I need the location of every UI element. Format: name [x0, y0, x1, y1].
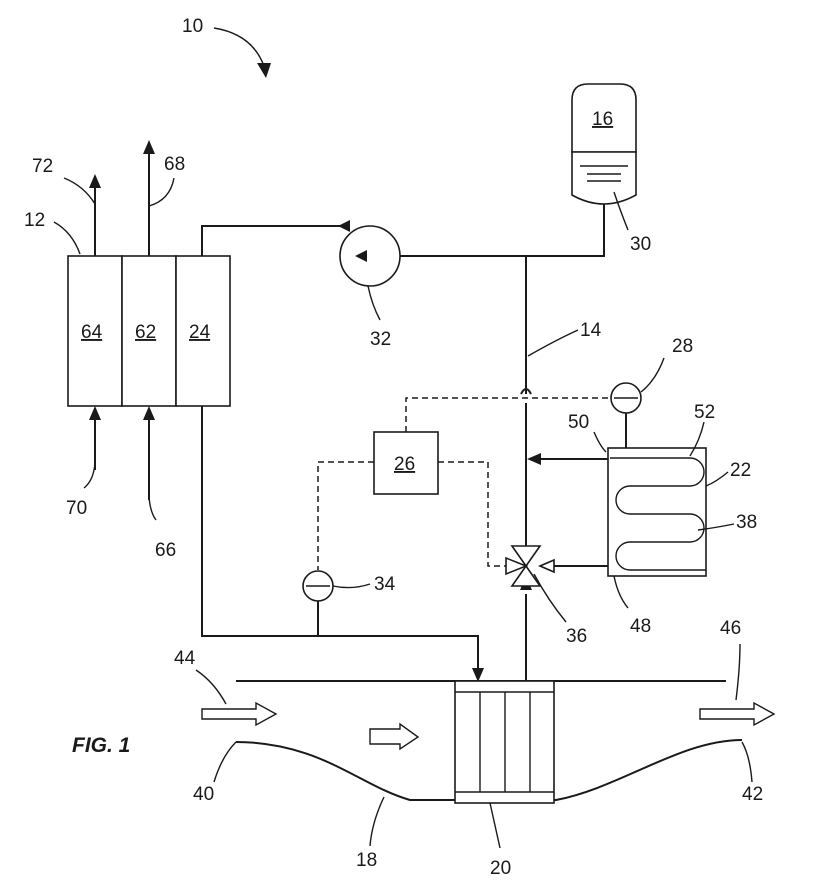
label-fuel-cell: 12 — [24, 210, 45, 231]
air-out-arrow — [700, 703, 774, 725]
air-in-arrow — [202, 703, 276, 725]
inlet-mid-leader — [149, 496, 156, 520]
duct-inlet-leader — [214, 742, 236, 782]
airflow-arrow — [370, 724, 418, 749]
figure-label: FIG. 1 — [72, 734, 130, 757]
label-hx-top: 52 — [694, 402, 715, 423]
label-sensor-top: 28 — [672, 336, 693, 357]
inlet-left-leader — [84, 462, 95, 488]
sensor-top-leader — [641, 358, 664, 392]
inlet-left-arrowhead — [89, 406, 101, 420]
label-duct-outlet: 42 — [742, 784, 763, 805]
valve-leader — [534, 574, 566, 622]
system-arrowhead — [257, 63, 271, 78]
outlet-mid-arrowhead — [143, 140, 155, 154]
heater-core — [455, 681, 554, 803]
hx-supply-arrowhead — [540, 560, 554, 572]
outlet-left-arrowhead — [89, 174, 101, 188]
stack-return-arrowhead — [472, 668, 484, 682]
pump-outlet-arrowhead — [338, 220, 350, 232]
label-duct: 18 — [356, 850, 377, 871]
reservoir — [572, 84, 636, 204]
duct-outlet-leader — [742, 742, 752, 782]
valve — [506, 546, 540, 586]
label-coil: 38 — [736, 512, 757, 533]
coolant-line-leader — [528, 330, 578, 356]
hx-outlet-leader — [614, 576, 628, 608]
fuel-cell-leader — [54, 222, 80, 254]
label-heater-core: 20 — [490, 858, 511, 879]
label-valve: 36 — [566, 626, 587, 647]
label-inlet-left: 70 — [66, 498, 87, 519]
label-hx-outlet: 48 — [630, 616, 651, 637]
label-stack-mid: 62 — [135, 322, 156, 343]
label-reservoir: 16 — [592, 109, 613, 130]
label-stack-left: 64 — [81, 322, 103, 343]
label-coolant-line: 14 — [580, 320, 602, 341]
label-outlet-mid: 68 — [164, 154, 185, 175]
label-liquid-level: 30 — [630, 234, 651, 255]
pump — [340, 226, 400, 286]
label-system: 10 — [182, 16, 203, 37]
label-air-out: 46 — [720, 618, 741, 639]
label-air-in: 44 — [174, 648, 196, 669]
label-sensor-bottom: 34 — [374, 574, 396, 595]
air-out-leader — [736, 644, 740, 700]
pump-leader — [368, 286, 380, 320]
label-pump: 32 — [370, 329, 391, 350]
sensor-bottom-leader — [333, 584, 370, 588]
label-controller: 26 — [394, 454, 415, 475]
system-leader — [214, 28, 264, 66]
label-duct-inlet: 40 — [193, 784, 214, 805]
reservoir-line — [526, 204, 604, 256]
heater-core-leader — [490, 803, 500, 848]
label-stack-section: 24 — [189, 322, 211, 343]
signal-line-left — [318, 462, 374, 570]
outlet-mid-leader — [149, 178, 174, 206]
duct-leader — [370, 797, 384, 846]
air-in-leader — [196, 670, 226, 704]
heat-exchanger-leader — [706, 472, 728, 486]
outlet-left-leader — [64, 178, 95, 204]
inlet-mid-arrowhead — [143, 406, 155, 420]
label-heat-exchanger: 22 — [730, 460, 751, 481]
hx-inlet-leader — [594, 432, 606, 452]
hx-return-arrowhead — [527, 453, 541, 465]
label-outlet-left: 72 — [32, 156, 53, 177]
signal-line-right — [438, 462, 512, 566]
pump-outlet-line — [202, 226, 340, 256]
label-hx-inlet: 50 — [568, 412, 589, 433]
label-inlet-mid: 66 — [155, 540, 176, 561]
